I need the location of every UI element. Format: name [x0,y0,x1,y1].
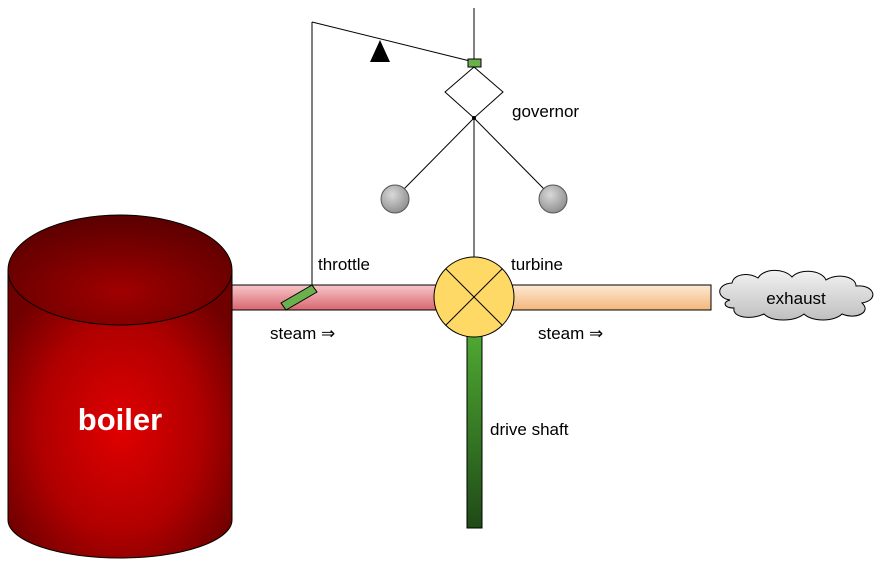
exhaust-cloud [719,269,874,321]
turbine-label: turbine [511,255,563,274]
drive-shaft [466,334,483,529]
throttle-valve [280,284,318,311]
steam-inlet-label: steam ⇒ [270,324,335,343]
throttle-linkage [311,21,475,285]
boiler [7,214,233,559]
throttle-label: throttle [318,255,370,274]
governor-ball-right [538,184,568,214]
governor-collar [467,58,482,68]
steam-outlet-label: steam ⇒ [538,324,603,343]
boiler-label: boiler [78,402,162,437]
turbine [433,256,515,338]
lever-pivot [370,40,390,62]
drive-shaft-label: drive shaft [490,420,569,439]
governor-ball-left [380,184,410,214]
governor-label: governor [512,102,579,121]
steam-pipe-outlet [481,284,712,311]
governor-arm-right [473,117,545,190]
governor-linkage [444,66,504,119]
exhaust-label: exhaust [766,289,826,308]
governor-arm-left [403,117,475,190]
steam-pipe-inlet [231,284,445,311]
